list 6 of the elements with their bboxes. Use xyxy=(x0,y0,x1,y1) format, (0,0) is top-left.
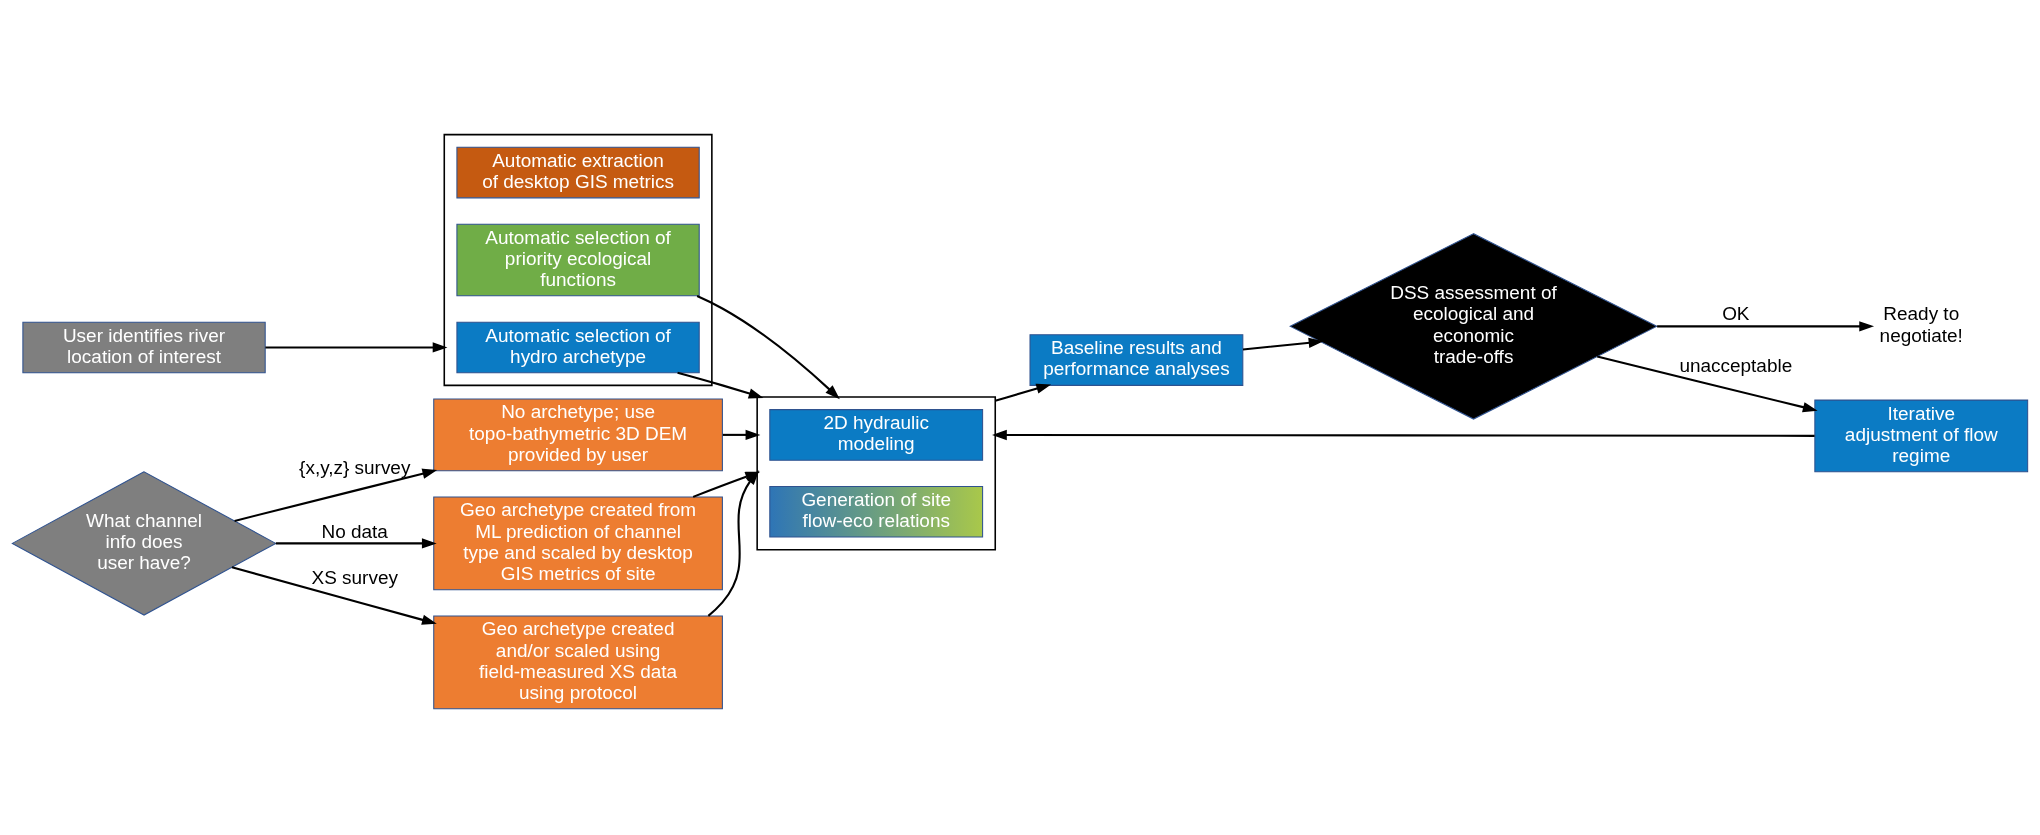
edge-label: unacceptable xyxy=(1679,355,1793,377)
node-text: Ready to negotiate! xyxy=(1879,303,1963,346)
edge-label: OK xyxy=(1722,303,1750,325)
edge-label: {x,y,z} survey xyxy=(299,457,411,479)
edge-label: XS survey xyxy=(311,566,398,588)
edge-label: No data xyxy=(321,520,388,542)
